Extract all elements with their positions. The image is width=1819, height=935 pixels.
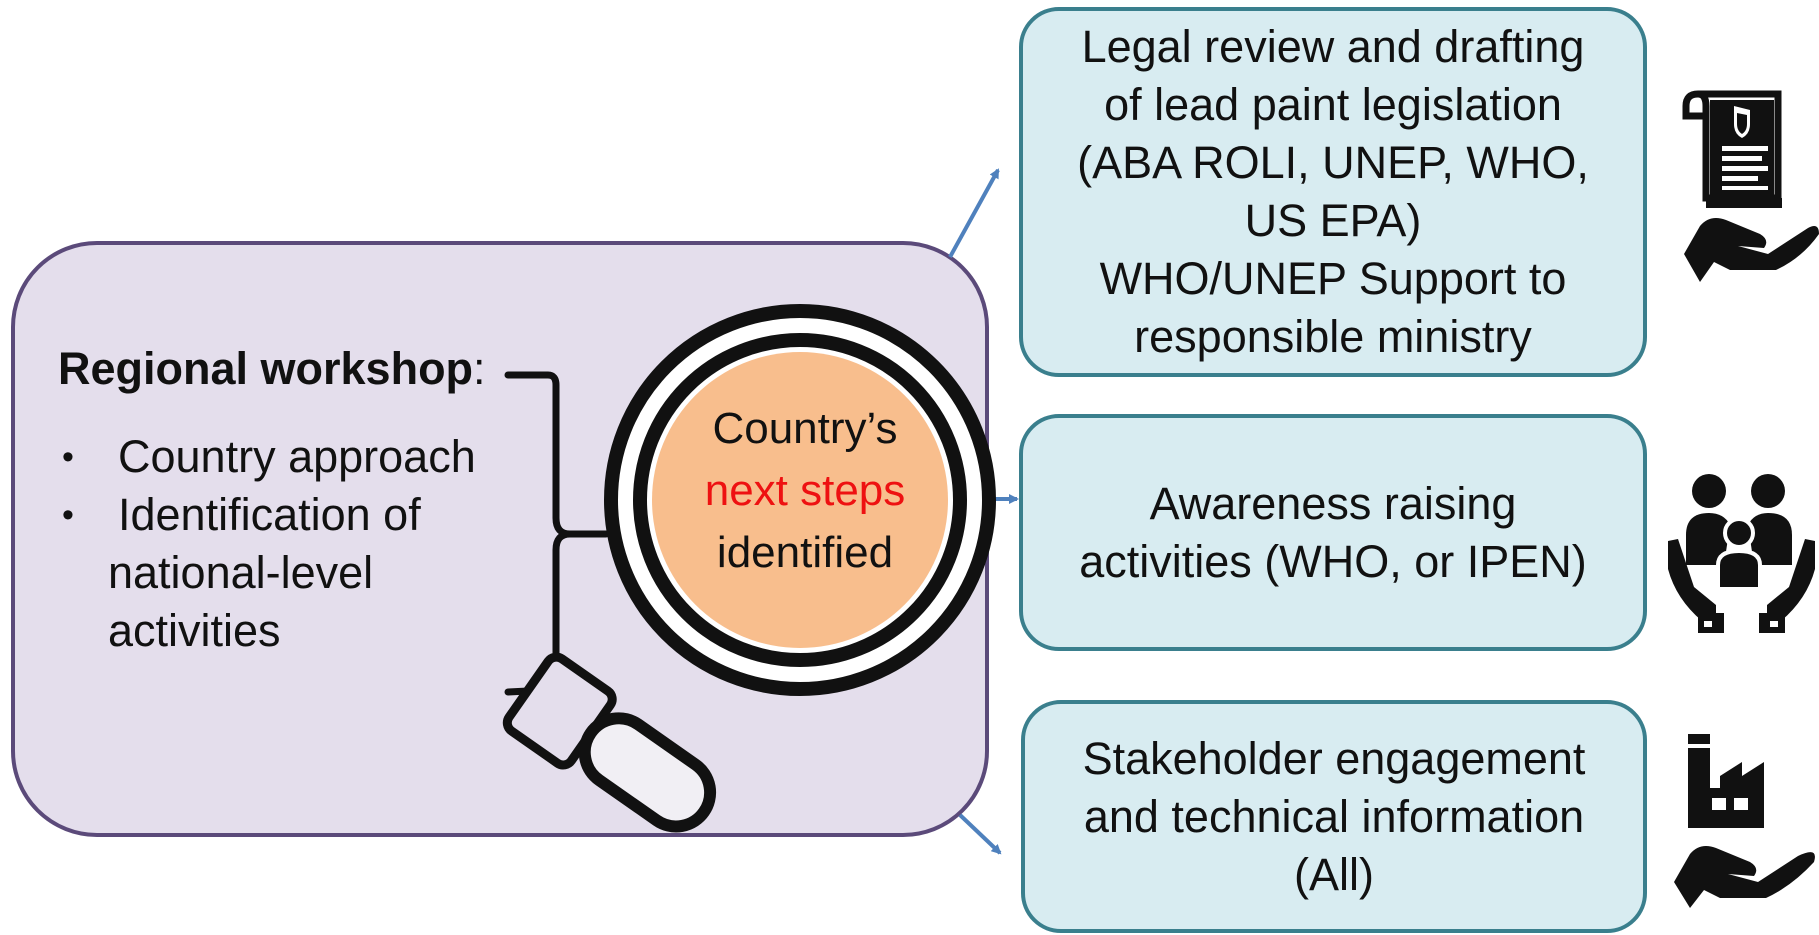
action-text-line: of lead paint legislation xyxy=(1104,79,1562,130)
lens-line-3: identified xyxy=(716,528,894,577)
action-text-line: (All) xyxy=(1294,848,1374,900)
workshop-bullet-text: Identification of national-level activit… xyxy=(108,489,421,656)
lens-text-block: Country’s next steps identified xyxy=(640,398,970,584)
arrow-to-stakeholder-box xyxy=(958,813,1002,855)
workshop-bullet-item: • Country approach xyxy=(58,428,518,486)
action-text-line: WHO/UNEP Support to xyxy=(1099,253,1567,304)
arrow-to-legal-box xyxy=(948,168,1000,258)
workshop-title-line: Regional workshop: xyxy=(58,340,518,398)
magnifier-lens xyxy=(652,352,948,648)
action-box-text: Stakeholder engagement and technical inf… xyxy=(1063,730,1606,904)
curly-bracket xyxy=(504,371,610,696)
action-text-line: responsible ministry xyxy=(1134,311,1532,362)
workshop-bullet-list: • Country approach • Identification of n… xyxy=(58,428,518,660)
action-text-line: US EPA) xyxy=(1244,195,1422,246)
action-text-line: Legal review and drafting xyxy=(1081,21,1585,72)
action-box-text: Awareness raising activities (WHO, or IP… xyxy=(1059,475,1607,591)
action-text-line: Stakeholder engagement xyxy=(1082,732,1586,784)
lens-line-highlight: next steps xyxy=(704,466,906,515)
bullet-dot-icon: • xyxy=(62,438,74,476)
workshop-title-suffix: : xyxy=(473,343,486,394)
lens-line-1: Country’s xyxy=(712,404,898,453)
action-box-legal-review: Legal review and drafting of lead paint … xyxy=(1019,7,1647,377)
family-care-hands-icon xyxy=(1668,474,1815,633)
action-box-awareness: Awareness raising activities (WHO, or IP… xyxy=(1019,414,1647,651)
workshop-bullet-text: Country approach xyxy=(118,431,476,482)
action-text-line: activities (WHO, or IPEN) xyxy=(1079,535,1587,587)
action-text-line: (ABA ROLI, UNEP, WHO, xyxy=(1077,137,1589,188)
action-text-line: and technical information xyxy=(1083,790,1585,842)
action-box-stakeholder: Stakeholder engagement and technical inf… xyxy=(1021,700,1647,933)
workshop-bullet-item: • Identification of national-level activ… xyxy=(58,486,518,660)
workshop-text-block: Regional workshop: • Country approach • … xyxy=(58,340,518,660)
factory-hand-icon xyxy=(1674,734,1815,908)
magnifier-handle xyxy=(502,652,717,833)
workshop-title: Regional workshop xyxy=(58,343,474,394)
action-box-text: Legal review and drafting of lead paint … xyxy=(1057,18,1609,366)
legal-document-hand-icon xyxy=(1682,90,1819,282)
bullet-dot-icon: • xyxy=(62,496,74,534)
action-text-line: Awareness raising xyxy=(1149,477,1517,529)
